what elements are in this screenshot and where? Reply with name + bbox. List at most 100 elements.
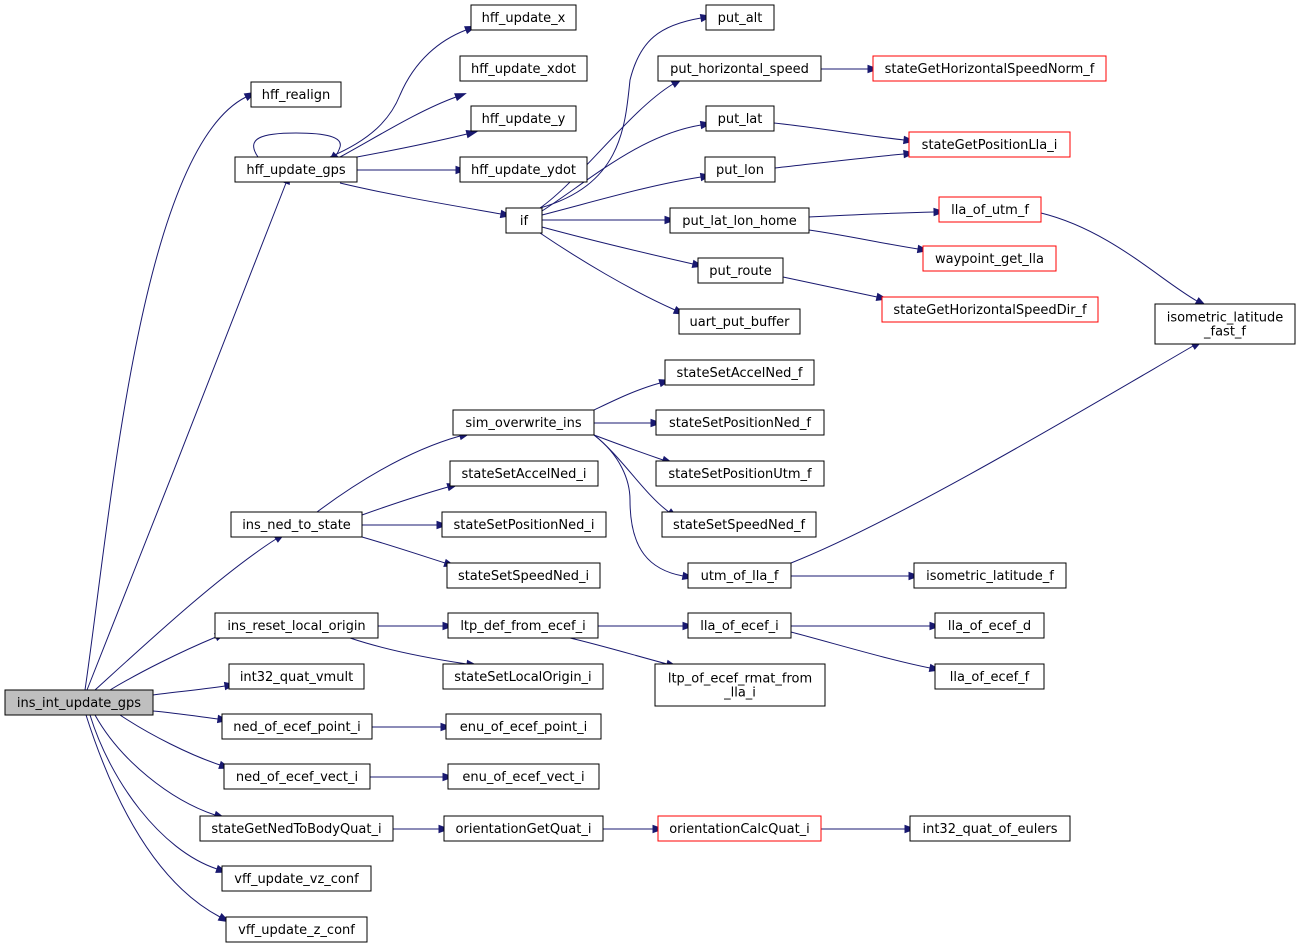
node-put-lon[interactable]: put_lon xyxy=(704,156,776,183)
node-label: stateSetSpeedNed_i xyxy=(458,569,589,584)
node-sim-overwrite-ins[interactable]: sim_overwrite_ins xyxy=(452,409,595,436)
edge-ned-of-ecef-vect-i-to-enu-of-ecef-vect-i xyxy=(370,772,455,782)
node-hff-update-y[interactable]: hff_update_y xyxy=(470,105,577,132)
node-put-lat-lon-home[interactable]: put_lat_lon_home xyxy=(669,207,810,234)
node-lla-of-ecef-i[interactable]: lla_of_ecef_i xyxy=(687,612,792,639)
edge-utm-of-lla-f-to-isometric-latitude-fast-f xyxy=(790,340,1203,564)
edge-put-lat-lon-home-to-lla-of-utm-f xyxy=(808,207,946,218)
node-state-set-position-ned-f[interactable]: stateSetPositionNed_f xyxy=(655,409,825,436)
edge-put-lon-to-state-get-position-lla-i xyxy=(774,149,916,169)
node-label: ins_reset_local_origin xyxy=(227,619,365,634)
node-label: orientationGetQuat_i xyxy=(456,822,592,837)
edge-ltp-def-from-ecef-i-to-lla-of-ecef-i xyxy=(598,621,695,631)
edge-put-horizontal-speed-to-state-get-horizontal-speed-norm-f xyxy=(821,64,880,74)
edge-ins-int-update-gps-to-ned-of-ecef-point-i xyxy=(152,710,230,724)
node-ltp-def-from-ecef-i[interactable]: ltp_def_from_ecef_i xyxy=(447,612,599,639)
node-orientation-get-quat-i[interactable]: orientationGetQuat_i xyxy=(443,815,604,842)
node-ltp-of-ecef-rmat-from-lla-i[interactable]: ltp_of_ecef_rmat_from_lla_i xyxy=(654,663,826,707)
node-lla-of-ecef-f[interactable]: lla_of_ecef_f xyxy=(934,663,1045,690)
node-label: put_lat_lon_home xyxy=(682,214,796,229)
node-hff-update-x[interactable]: hff_update_x xyxy=(470,4,577,31)
edge-hff-update-gps-to-hff-update-ydot xyxy=(357,165,468,175)
node-ned-of-ecef-point-i[interactable]: ned_of_ecef_point_i xyxy=(221,713,373,740)
node-label: int32_quat_of_eulers xyxy=(922,822,1057,837)
node-label: stateSetAccelNed_i xyxy=(462,467,587,482)
node-state-get-horizontal-speed-dir-f[interactable]: stateGetHorizontalSpeedDir_f xyxy=(881,296,1099,323)
node-state-set-accel-ned-i[interactable]: stateSetAccelNed_i xyxy=(449,460,599,487)
node-label: ltp_def_from_ecef_i xyxy=(460,619,585,634)
node-label: isometric_latitude xyxy=(1167,311,1284,326)
node-label: utm_of_lla_f xyxy=(701,569,779,584)
node-if[interactable]: if xyxy=(505,207,543,234)
node-hff-update-gps[interactable]: hff_update_gps xyxy=(234,156,358,183)
node-state-set-accel-ned-f[interactable]: stateSetAccelNed_f xyxy=(664,359,815,386)
node-state-get-ned-to-body-quat-i[interactable]: stateGetNedToBodyQuat_i xyxy=(199,815,394,842)
node-label: _lla_i xyxy=(723,686,756,701)
node-vff-update-vz-conf[interactable]: vff_update_vz_conf xyxy=(221,865,372,892)
node-state-set-local-origin-i[interactable]: stateSetLocalOrigin_i xyxy=(442,663,604,690)
node-ins-reset-local-origin[interactable]: ins_reset_local_origin xyxy=(214,612,379,639)
edge-put-route-to-state-get-horizontal-speed-dir-f xyxy=(782,276,889,302)
node-hff-update-ydot[interactable]: hff_update_ydot xyxy=(459,156,588,183)
node-label: ins_int_update_gps xyxy=(17,696,141,711)
edge-ltp-def-from-ecef-i-to-ltp-of-ecef-rmat-from-lla-i xyxy=(569,637,679,668)
node-label: ned_of_ecef_point_i xyxy=(233,720,361,735)
node-state-set-position-ned-i[interactable]: stateSetPositionNed_i xyxy=(441,511,607,538)
node-put-lat[interactable]: put_lat xyxy=(705,105,775,132)
node-state-set-speed-ned-i[interactable]: stateSetSpeedNed_i xyxy=(446,562,601,589)
node-orientation-calc-quat-i[interactable]: orientationCalcQuat_i xyxy=(657,815,822,842)
node-utm-of-lla-f[interactable]: utm_of_lla_f xyxy=(687,562,792,589)
node-label: put_alt xyxy=(718,11,763,26)
node-state-get-position-lla-i[interactable]: stateGetPositionLla_i xyxy=(908,131,1071,158)
node-state-set-speed-ned-f[interactable]: stateSetSpeedNed_f xyxy=(661,511,817,538)
node-label: stateGetHorizontalSpeedDir_f xyxy=(893,303,1087,318)
node-hff-update-xdot[interactable]: hff_update_xdot xyxy=(459,55,588,82)
node-int32-quat-vmult[interactable]: int32_quat_vmult xyxy=(228,663,365,690)
edge-ins-ned-to-state-to-state-set-accel-ned-i xyxy=(361,483,460,516)
node-put-horizontal-speed[interactable]: put_horizontal_speed xyxy=(657,55,822,82)
node-label: lla_of_ecef_d xyxy=(948,619,1031,634)
node-isometric-latitude-f[interactable]: isometric_latitude_f xyxy=(913,562,1067,589)
node-label: stateSetPositionUtm_f xyxy=(668,467,812,482)
edge-ins-int-update-gps-to-int32-quat-vmult xyxy=(152,681,237,696)
edge-ins-ned-to-state-to-state-set-speed-ned-i xyxy=(361,536,456,567)
node-label: vff_update_vz_conf xyxy=(234,872,359,887)
node-enu-of-ecef-point-i[interactable]: enu_of_ecef_point_i xyxy=(445,713,602,740)
node-label: isometric_latitude_f xyxy=(926,569,1054,584)
node-label: stateSetLocalOrigin_i xyxy=(454,670,591,685)
node-ned-of-ecef-vect-i[interactable]: ned_of_ecef_vect_i xyxy=(223,763,371,790)
node-label: orientationCalcQuat_i xyxy=(669,822,810,837)
edge-lla-of-ecef-i-to-lla-of-ecef-d xyxy=(791,621,942,631)
node-put-route[interactable]: put_route xyxy=(697,257,784,284)
edge-hff-update-gps-to-hff-update-xdot xyxy=(339,93,467,158)
node-label: stateSetSpeedNed_f xyxy=(673,518,806,533)
node-state-get-horizontal-speed-norm-f[interactable]: stateGetHorizontalSpeedNorm_f xyxy=(872,55,1107,82)
node-vff-update-z-conf[interactable]: vff_update_z_conf xyxy=(225,916,368,943)
edge-ins-ned-to-state-to-sim-overwrite-ins xyxy=(316,432,472,513)
edge-ins-reset-local-origin-to-ltp-def-from-ecef-i xyxy=(378,621,455,631)
node-label: put_horizontal_speed xyxy=(670,62,809,77)
node-state-set-position-utm-f[interactable]: stateSetPositionUtm_f xyxy=(655,460,825,487)
node-enu-of-ecef-vect-i[interactable]: enu_of_ecef_vect_i xyxy=(447,763,600,790)
node-isometric-latitude-fast-f[interactable]: isometric_latitude_fast_f xyxy=(1154,303,1296,345)
node-int32-quat-of-eulers[interactable]: int32_quat_of_eulers xyxy=(909,815,1071,842)
edge-ins-ned-to-state-to-state-set-position-ned-i xyxy=(362,520,449,530)
node-uart-put-buffer[interactable]: uart_put_buffer xyxy=(678,308,801,335)
edge-sim-overwrite-ins-to-state-set-accel-ned-f xyxy=(593,379,672,411)
edge-sim-overwrite-ins-to-state-set-position-utm-f xyxy=(593,434,674,464)
node-put-alt[interactable]: put_alt xyxy=(705,4,775,31)
node-label: waypoint_get_lla xyxy=(935,252,1044,267)
node-label: stateSetAccelNed_f xyxy=(677,366,803,381)
node-label: put_lat xyxy=(718,112,763,127)
node-label: ltp_of_ecef_rmat_from xyxy=(668,672,812,687)
node-lla-of-ecef-d[interactable]: lla_of_ecef_d xyxy=(934,612,1045,639)
node-hff-realign[interactable]: hff_realign xyxy=(250,81,342,108)
node-label: hff_realign xyxy=(262,88,330,103)
node-ins-int-update-gps[interactable]: ins_int_update_gps xyxy=(4,689,154,716)
node-waypoint-get-lla[interactable]: waypoint_get_lla xyxy=(922,245,1057,272)
node-lla-of-utm-f[interactable]: lla_of_utm_f xyxy=(938,196,1042,223)
node-ins-ned-to-state[interactable]: ins_ned_to_state xyxy=(230,511,363,538)
node-label: ned_of_ecef_vect_i xyxy=(236,770,358,785)
edge-ins-int-update-gps-to-hff-realign xyxy=(84,91,257,691)
